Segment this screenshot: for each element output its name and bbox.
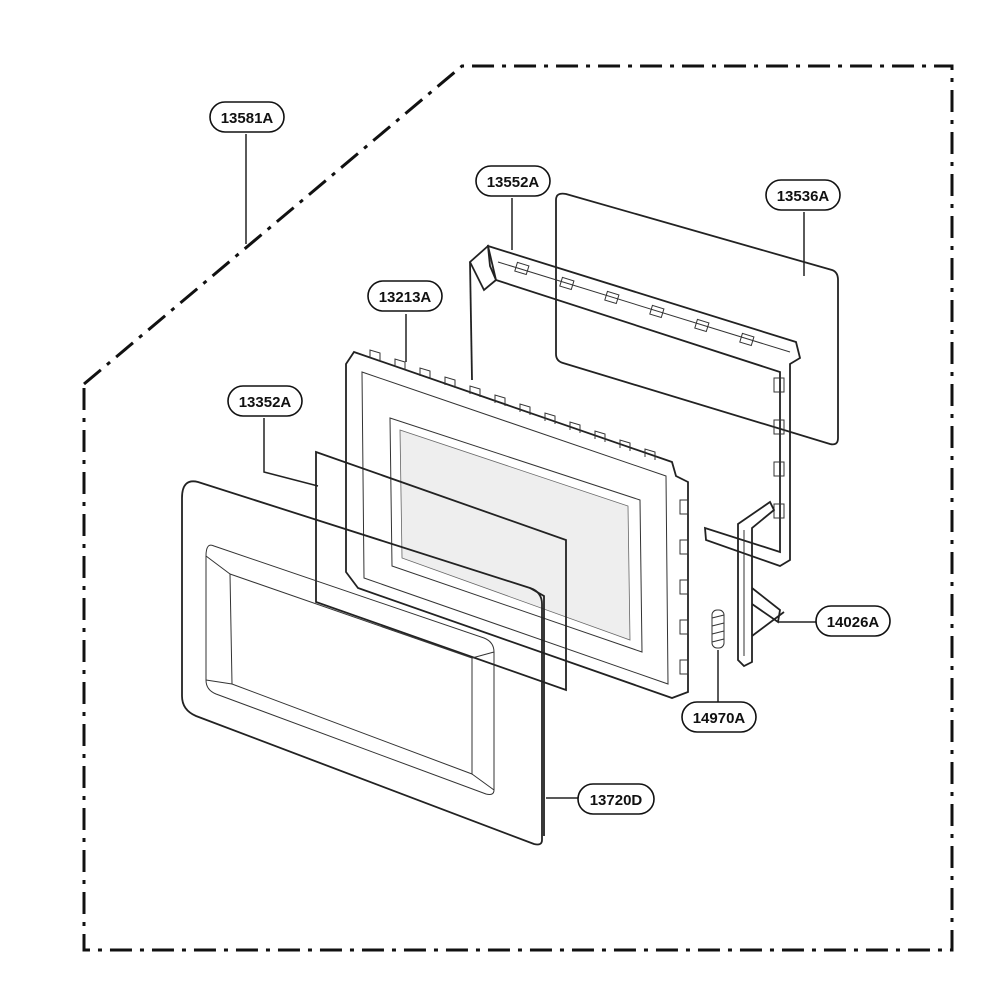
part-label-14026A: 14026A [815,605,891,637]
part-label-13213A: 13213A [367,280,443,312]
part-label-14970A: 14970A [681,701,757,733]
svg-text:13581A: 13581A [221,110,274,127]
choke-frame-tabs [514,261,785,519]
leader-lines [245,134,816,799]
part-label-13581A: 13581A [209,101,285,133]
door-frame-teeth [369,349,689,675]
door-screen-sheet [315,450,567,692]
part-label-13552A: 13552A [475,165,551,197]
leader-13352A [263,418,319,487]
door-frame [345,349,689,699]
part-label-13536A: 13536A [765,179,841,211]
inner-door-film [555,192,839,446]
door-front-panel [181,480,545,846]
svg-text:13536A: 13536A [777,188,830,205]
svg-text:13352A: 13352A [239,394,292,411]
latch-spring [711,609,725,649]
svg-text:14970A: 14970A [693,710,746,727]
door-choke-frame [468,244,802,567]
assembly-boundary [82,64,954,952]
svg-text:13552A: 13552A [487,174,540,191]
part-label-13720D: 13720D [577,783,655,815]
part-label-13352A: 13352A [227,385,303,417]
svg-text:13720D: 13720D [590,792,643,809]
svg-text:13213A: 13213A [379,289,432,306]
svg-text:14026A: 14026A [827,614,880,631]
door-latch [737,500,785,668]
